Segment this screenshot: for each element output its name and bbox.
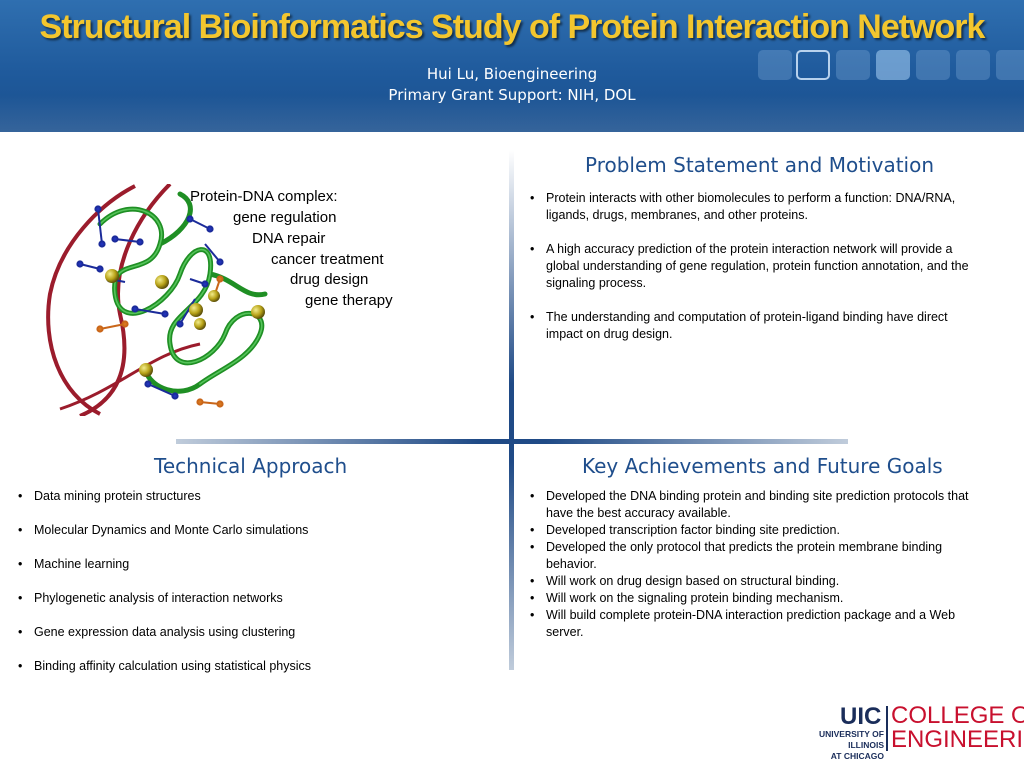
technical-list: Data mining protein structures Molecular… (14, 488, 484, 675)
side-chains (76, 205, 224, 400)
metal-atoms (105, 269, 265, 377)
uic-logo-wordmark: UIC (840, 703, 882, 730)
list-item: Will work on drug design based on struct… (526, 573, 986, 590)
grant-line: Primary Grant Support: NIH, DOL (388, 86, 636, 104)
logo-divider (886, 706, 888, 751)
list-item: Gene expression data analysis using clus… (14, 624, 484, 641)
dna-strand (59, 342, 201, 411)
figure-label-complex: Protein-DNA complex: (190, 188, 338, 205)
dna-strand (46, 184, 136, 416)
subtitle: Hui Lu, Bioengineering Primary Grant Sup… (0, 64, 1024, 106)
list-item: Binding affinity calculation using stati… (14, 658, 484, 675)
page-title: Structural Bioinformatics Study of Prote… (39, 8, 986, 46)
list-item: The understanding and computation of pro… (526, 309, 976, 343)
list-item: Developed the DNA binding protein and bi… (526, 488, 986, 522)
figure-label-gene-therapy: gene therapy (305, 292, 393, 309)
college-of-engineering-wordmark: COLLEGE OF ENGINEERING (891, 704, 1024, 752)
college-line: COLLEGE OF (891, 702, 1024, 729)
list-item: Will build complete protein-DNA interact… (526, 607, 986, 641)
chicago-line: AT CHICAGO (830, 751, 884, 761)
list-item: Will work on the signaling protein bindi… (526, 590, 986, 607)
figure-label-repair: DNA repair (252, 230, 326, 247)
header-banner: Structural Bioinformatics Study of Prote… (0, 0, 1024, 132)
list-item: Phylogenetic analysis of interaction net… (14, 590, 484, 607)
figure-label-regulation: gene regulation (233, 209, 337, 226)
horizontal-divider (176, 439, 848, 444)
achievements-list: Developed the DNA binding protein and bi… (526, 488, 986, 641)
protein-dna-complex-image (46, 184, 268, 416)
list-item: Developed transcription factor binding s… (526, 522, 986, 539)
list-item: Data mining protein structures (14, 488, 484, 505)
university-line: UNIVERSITY OF ILLINOIS (818, 729, 884, 750)
list-item: Protein interacts with other biomolecule… (526, 190, 976, 224)
achievements-heading: Key Achievements and Future Goals (582, 454, 943, 478)
engineering-line: ENGINEERING (891, 726, 1024, 753)
author-line: Hui Lu, Bioengineering (426, 65, 598, 83)
list-item: A high accuracy prediction of the protei… (526, 241, 976, 292)
university-name: UNIVERSITY OF ILLINOIS AT CHICAGO (790, 729, 884, 762)
problem-heading: Problem Statement and Motivation (585, 153, 935, 177)
figure-label-cancer: cancer treatment (271, 251, 384, 268)
list-item: Developed the only protocol that predict… (526, 539, 986, 573)
dna-strand (79, 184, 172, 416)
figure-label-drug-design: drug design (290, 271, 369, 288)
problem-list: Protein interacts with other biomolecule… (526, 190, 976, 343)
list-item: Molecular Dynamics and Monte Carlo simul… (14, 522, 484, 539)
header-shine (0, 95, 1024, 132)
ligand-chains (96, 275, 224, 408)
list-item: Machine learning (14, 556, 484, 573)
technical-heading: Technical Approach (154, 454, 348, 478)
vertical-divider (509, 150, 514, 670)
